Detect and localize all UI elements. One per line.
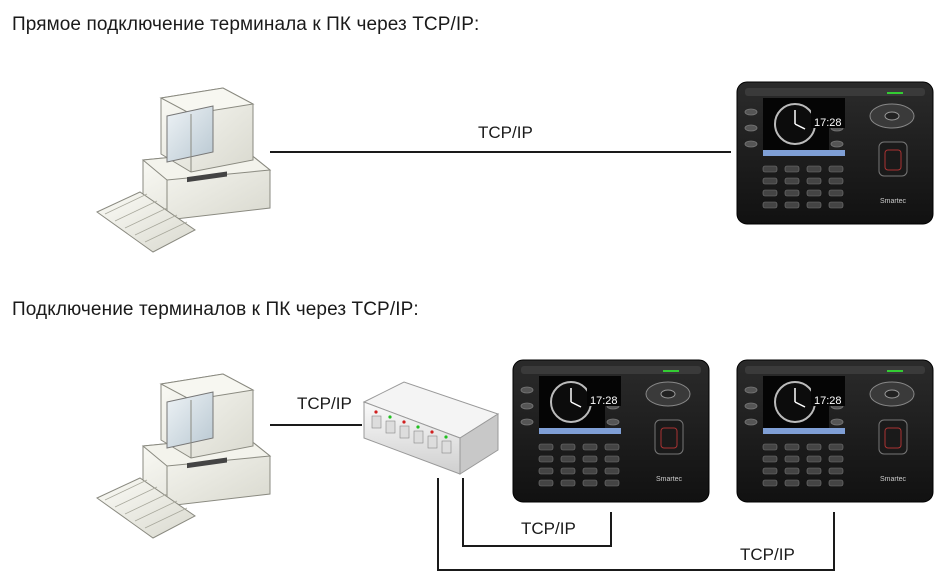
- tcp-ip-label-terminal1: TCP/IP: [521, 519, 576, 538]
- switch-terminal1-link-line: [462, 478, 612, 547]
- terminal2-brand-text: Smartec: [880, 476, 907, 483]
- section1-heading: Прямое подключение терминала к ПК через …: [12, 14, 480, 35]
- terminal2-clock-text: 17:28: [814, 395, 842, 407]
- tcp-ip-label-terminal2: TCP/IP: [740, 545, 795, 564]
- terminal-clock-text: 17:28: [814, 117, 842, 129]
- terminal-brand-text: Smartec: [880, 198, 907, 205]
- pc-computer-icon-2: [96, 373, 271, 539]
- tcp-ip-label: TCP/IP: [478, 123, 533, 142]
- network-switch-icon: [362, 381, 500, 475]
- tcp-ip-label-pc-switch: TCP/IP: [297, 394, 352, 413]
- pc-computer-icon: [96, 87, 271, 253]
- terminal1-clock-text: 17:28: [590, 395, 618, 407]
- section2-heading: Подключение терминалов к ПК через TCP/IP…: [12, 299, 419, 320]
- switch-terminal2-link-line: [437, 478, 835, 571]
- terminal1-brand-text: Smartec: [656, 476, 683, 483]
